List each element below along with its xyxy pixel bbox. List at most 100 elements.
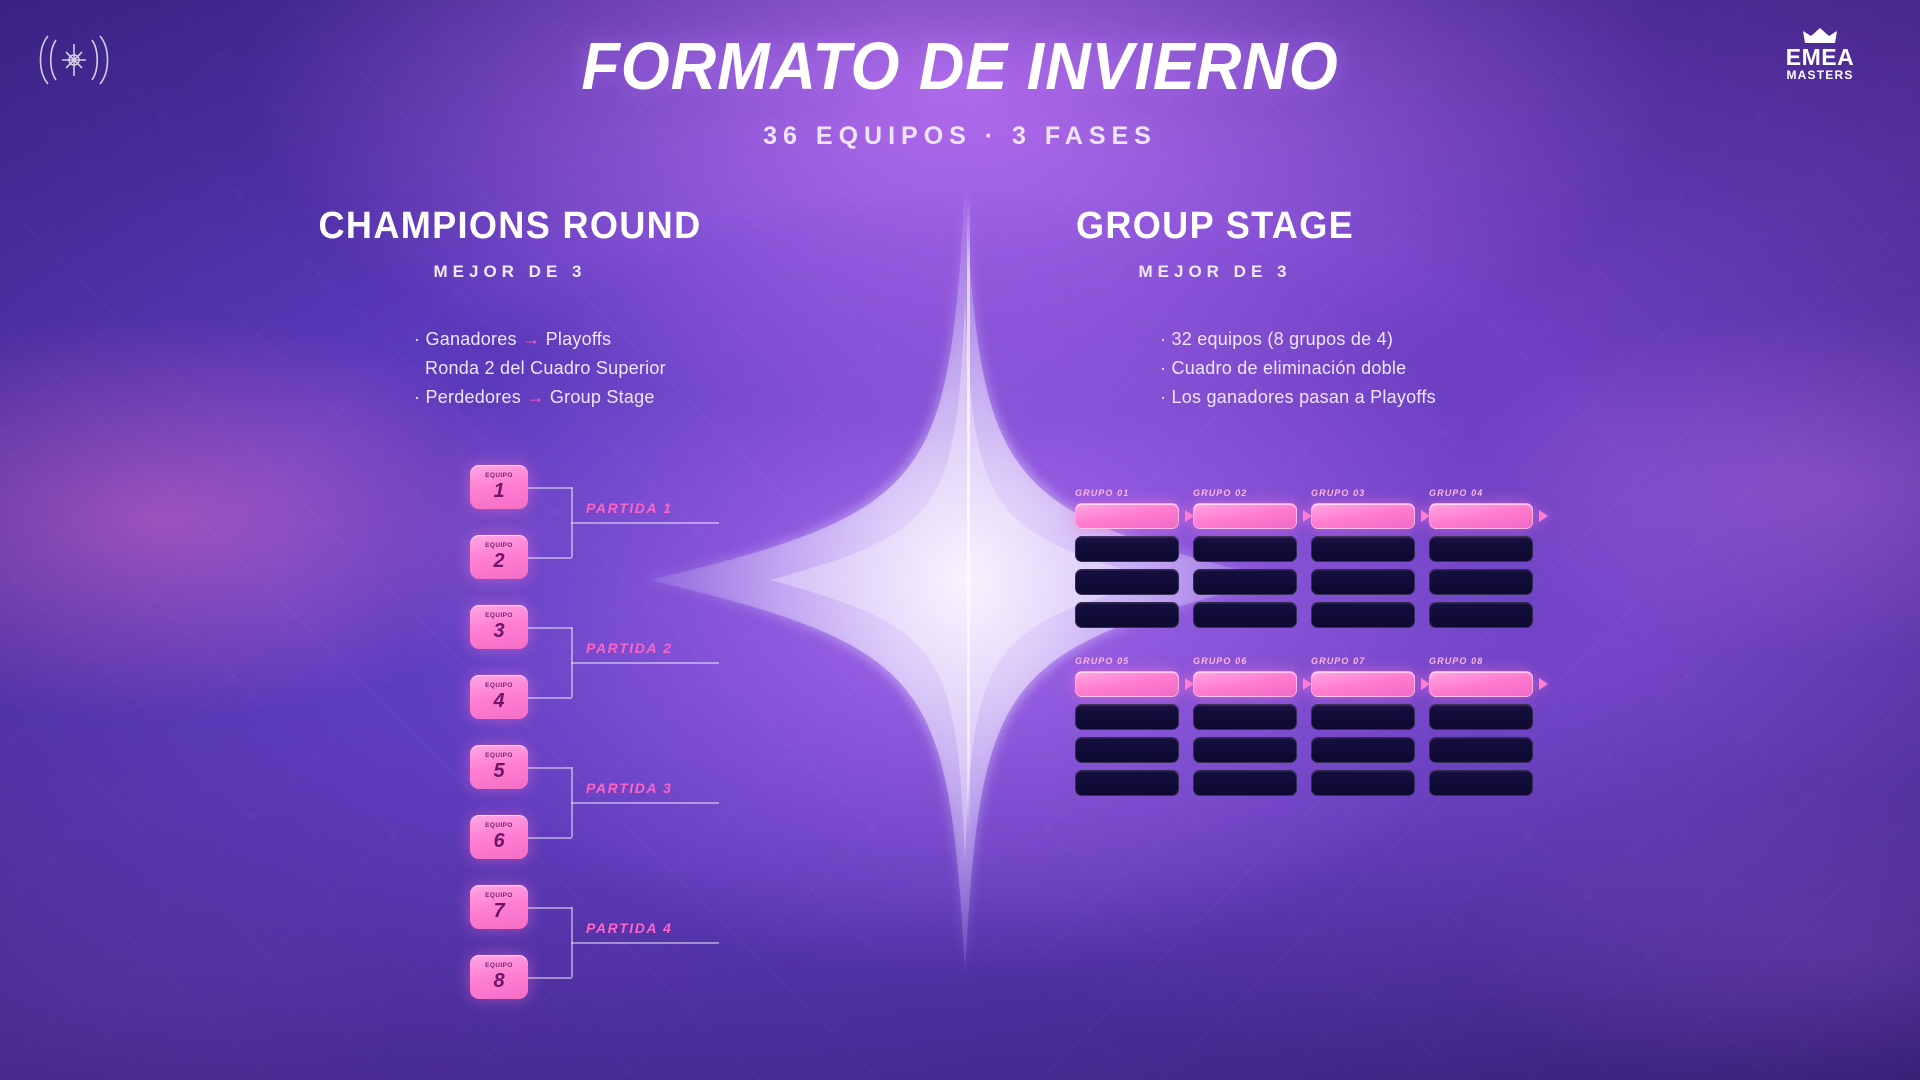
group-label: GRUPO 03 bbox=[1311, 488, 1366, 498]
group-slot[interactable] bbox=[1311, 536, 1415, 562]
bullet-item: · Perdedores → Group Stage bbox=[414, 383, 854, 412]
bullet-item: · Los ganadores pasan a Playoffs bbox=[1160, 387, 1436, 408]
team-label: EQUIPO bbox=[485, 752, 513, 760]
group-slot[interactable] bbox=[1075, 770, 1179, 796]
bullet-after: Playoffs bbox=[545, 329, 612, 349]
group-slot-winner[interactable] bbox=[1193, 671, 1312, 697]
champions-round-title: CHAMPIONS ROUND bbox=[318, 205, 702, 247]
arrow-icon: → bbox=[522, 329, 541, 349]
bracket-line bbox=[528, 977, 572, 979]
bullet-after: Group Stage bbox=[549, 387, 655, 408]
group-slot[interactable] bbox=[1429, 737, 1533, 763]
group-slot[interactable] bbox=[1429, 569, 1533, 595]
match-label: PARTIDA 1 bbox=[586, 500, 673, 516]
group-slot[interactable] bbox=[1193, 704, 1297, 730]
group-block: GRUPO 01 bbox=[1075, 488, 1194, 635]
champions-round-bullets: · Ganadores → Playoffs Ronda 2 del Cuadr… bbox=[414, 325, 854, 412]
advance-arrow-icon bbox=[1421, 510, 1430, 522]
group-slot[interactable] bbox=[1429, 770, 1533, 796]
group-slot-winner[interactable] bbox=[1193, 503, 1312, 529]
advance-arrow-icon bbox=[1539, 678, 1548, 690]
logo-subtitle: MASTERS bbox=[1786, 67, 1854, 82]
team-label: EQUIPO bbox=[485, 892, 513, 900]
team-label: EQUIPO bbox=[485, 962, 513, 970]
group-slot[interactable] bbox=[1429, 704, 1533, 730]
advance-arrow-icon bbox=[1303, 510, 1312, 522]
bracket-line bbox=[571, 662, 719, 664]
group-label: GRUPO 04 bbox=[1429, 488, 1484, 498]
group-slot[interactable] bbox=[1193, 602, 1297, 628]
group-stage-bullets: · 32 equipos (8 grupos de 4) · Cuadro de… bbox=[1160, 325, 1640, 412]
team-number: 6 bbox=[493, 829, 505, 852]
group-slot-winner[interactable] bbox=[1311, 671, 1430, 697]
center-divider bbox=[967, 195, 970, 835]
bracket-line bbox=[571, 522, 719, 524]
team-number: 2 bbox=[493, 549, 505, 572]
bracket-line bbox=[571, 942, 719, 944]
group-slot[interactable] bbox=[1075, 704, 1179, 730]
group-block: GRUPO 04 bbox=[1429, 488, 1548, 635]
champions-round-header: CHAMPIONS ROUND MEJOR DE 3 bbox=[260, 205, 760, 282]
team-label: EQUIPO bbox=[485, 682, 513, 690]
advance-arrow-icon bbox=[1421, 678, 1430, 690]
group-stage-title: GROUP STAGE bbox=[1075, 205, 1355, 247]
team-number: 8 bbox=[493, 969, 505, 992]
bracket-line bbox=[528, 557, 572, 559]
advance-arrow-icon bbox=[1303, 678, 1312, 690]
team-number: 1 bbox=[493, 479, 505, 502]
bullet-item: · Cuadro de eliminación doble bbox=[1160, 358, 1407, 379]
group-block: GRUPO 06 bbox=[1193, 656, 1312, 803]
group-slot[interactable] bbox=[1311, 704, 1415, 730]
team-number: 5 bbox=[493, 759, 505, 782]
group-slot-winner[interactable] bbox=[1429, 671, 1548, 697]
team-number: 3 bbox=[493, 619, 505, 642]
group-slot-winner[interactable] bbox=[1311, 503, 1430, 529]
group-stage-header: GROUP STAGE MEJOR DE 3 bbox=[905, 205, 1525, 282]
group-slot[interactable] bbox=[1311, 569, 1415, 595]
bracket-line bbox=[571, 802, 719, 804]
group-slot[interactable] bbox=[1193, 737, 1297, 763]
group-slot[interactable] bbox=[1075, 737, 1179, 763]
bracket-line bbox=[528, 697, 572, 699]
group-slot-winner[interactable] bbox=[1429, 503, 1548, 529]
group-label: GRUPO 07 bbox=[1311, 656, 1366, 666]
emea-masters-logo: EMEA MASTERS bbox=[1756, 28, 1884, 92]
group-slot-winner[interactable] bbox=[1075, 671, 1194, 697]
group-slot-winner[interactable] bbox=[1075, 503, 1194, 529]
advance-arrow-icon bbox=[1539, 510, 1548, 522]
team-number: 7 bbox=[493, 899, 505, 922]
page-subtitle: 36 EQUIPOS · 3 FASES bbox=[763, 122, 1157, 150]
group-slot[interactable] bbox=[1311, 737, 1415, 763]
logo-title: EMEA bbox=[1785, 44, 1855, 70]
advance-arrow-icon bbox=[1185, 510, 1194, 522]
bracket-mark-icon bbox=[39, 35, 109, 85]
group-slot[interactable] bbox=[1429, 536, 1533, 562]
advance-arrow-icon bbox=[1185, 678, 1194, 690]
bullet-text: · Ganadores bbox=[414, 329, 517, 349]
bracket-line bbox=[528, 627, 572, 629]
bracket-line bbox=[528, 907, 572, 909]
crown-icon bbox=[1803, 28, 1837, 43]
group-slot[interactable] bbox=[1075, 536, 1179, 562]
group-slot[interactable] bbox=[1193, 569, 1297, 595]
group-slot[interactable] bbox=[1311, 770, 1415, 796]
group-slot[interactable] bbox=[1075, 602, 1179, 628]
group-slot[interactable] bbox=[1311, 602, 1415, 628]
group-slot[interactable] bbox=[1429, 602, 1533, 628]
group-slot[interactable] bbox=[1193, 536, 1297, 562]
group-label: GRUPO 01 bbox=[1075, 488, 1130, 498]
bracket-line bbox=[528, 487, 572, 489]
group-label: GRUPO 08 bbox=[1429, 656, 1484, 666]
group-slot[interactable] bbox=[1075, 569, 1179, 595]
bracket-line bbox=[571, 487, 573, 557]
group-slot[interactable] bbox=[1193, 770, 1297, 796]
